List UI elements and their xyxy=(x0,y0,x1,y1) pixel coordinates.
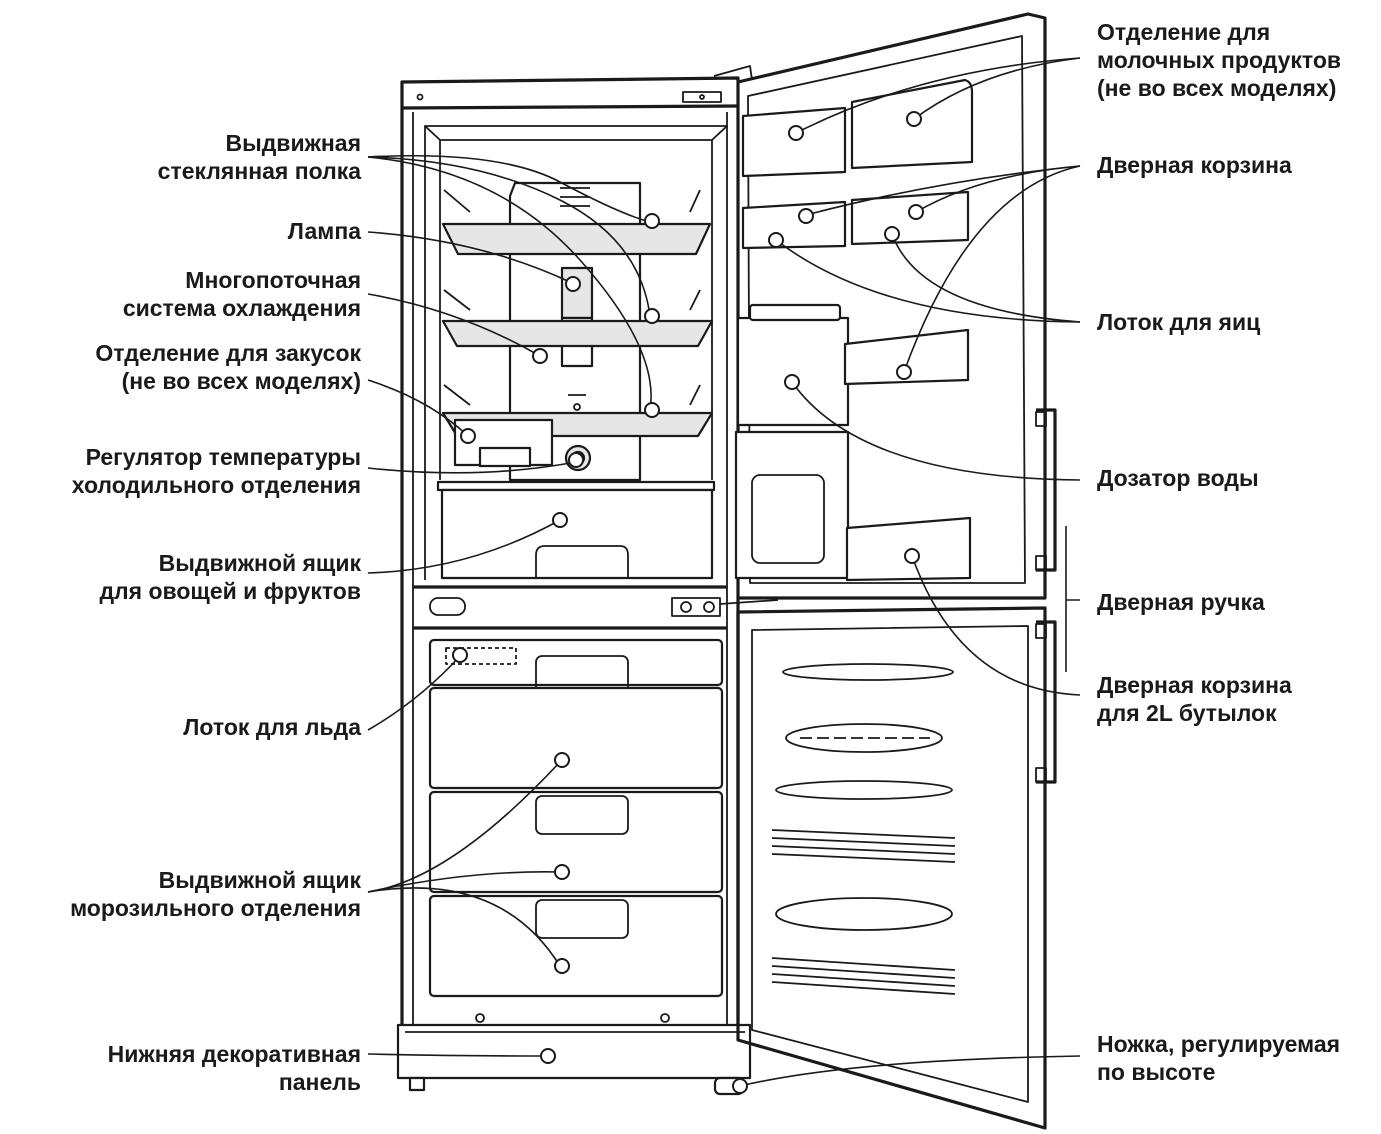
label-line: Регулятор температуры xyxy=(72,443,361,471)
label-vegetable-drawer: Выдвижной ящик для овощей и фруктов xyxy=(99,549,361,605)
freezer-door xyxy=(738,608,1055,1128)
label-freezer-drawer: Выдвижной ящик морозильного отделения xyxy=(70,866,361,922)
label-line: морозильного отделения xyxy=(70,894,361,922)
label-water-dispenser: Дозатор воды xyxy=(1097,464,1259,492)
label-line: Дверная корзина xyxy=(1097,151,1292,179)
label-line: Дверная ручка xyxy=(1097,588,1265,616)
label-line: для овощей и фруктов xyxy=(99,577,361,605)
label-bottle-basket: Дверная корзина для 2L бутылок xyxy=(1097,671,1292,727)
label-snack-compartment: Отделение для закусок (не во всех моделя… xyxy=(95,339,361,395)
label-line: холодильного отделения xyxy=(72,471,361,499)
fridge-door xyxy=(714,14,1055,598)
label-line: Ножка, регулируемая xyxy=(1097,1030,1340,1058)
label-line: молочных продуктов xyxy=(1097,46,1341,74)
label-line: Нижняя декоративная xyxy=(108,1040,361,1068)
label-line: по высоте xyxy=(1097,1058,1340,1086)
fridge-interior xyxy=(425,126,727,580)
label-line: (не во всех моделях) xyxy=(1097,74,1341,102)
label-line: Многопоточная xyxy=(123,266,361,294)
label-fridge-temp-control: Регулятор температуры холодильного отдел… xyxy=(72,443,361,499)
label-door-handle: Дверная ручка xyxy=(1097,588,1265,616)
label-door-basket: Дверная корзина xyxy=(1097,151,1292,179)
label-line: Лоток для яиц xyxy=(1097,308,1260,336)
label-line: Лампа xyxy=(288,217,361,245)
label-dairy-compartment: Отделение для молочных продуктов (не во … xyxy=(1097,18,1341,102)
label-line: Лоток для льда xyxy=(183,713,361,741)
label-line: Выдвижной ящик xyxy=(70,866,361,894)
label-line: Отделение для закусок xyxy=(95,339,361,367)
label-line: Отделение для xyxy=(1097,18,1341,46)
label-line: стеклянная полка xyxy=(158,157,361,185)
label-line: система охлаждения xyxy=(123,294,361,322)
label-ice-tray: Лоток для льда xyxy=(183,713,361,741)
label-adjustable-foot: Ножка, регулируемая по высоте xyxy=(1097,1030,1340,1086)
label-line: Выдвижная xyxy=(158,129,361,157)
label-multi-flow-cooling: Многопоточная система охлаждения xyxy=(123,266,361,322)
label-line: Дверная корзина xyxy=(1097,671,1292,699)
label-line: панель xyxy=(108,1068,361,1096)
label-line: Выдвижной ящик xyxy=(99,549,361,577)
label-line: (не во всех моделях) xyxy=(95,367,361,395)
label-line: Дозатор воды xyxy=(1097,464,1259,492)
freezer-interior xyxy=(398,640,750,1094)
label-line: для 2L бутылок xyxy=(1097,699,1292,727)
label-sliding-glass-shelf: Выдвижная стеклянная полка xyxy=(158,129,361,185)
label-lamp: Лампа xyxy=(288,217,361,245)
label-bottom-panel: Нижняя декоративная панель xyxy=(108,1040,361,1096)
label-egg-tray: Лоток для яиц xyxy=(1097,308,1260,336)
